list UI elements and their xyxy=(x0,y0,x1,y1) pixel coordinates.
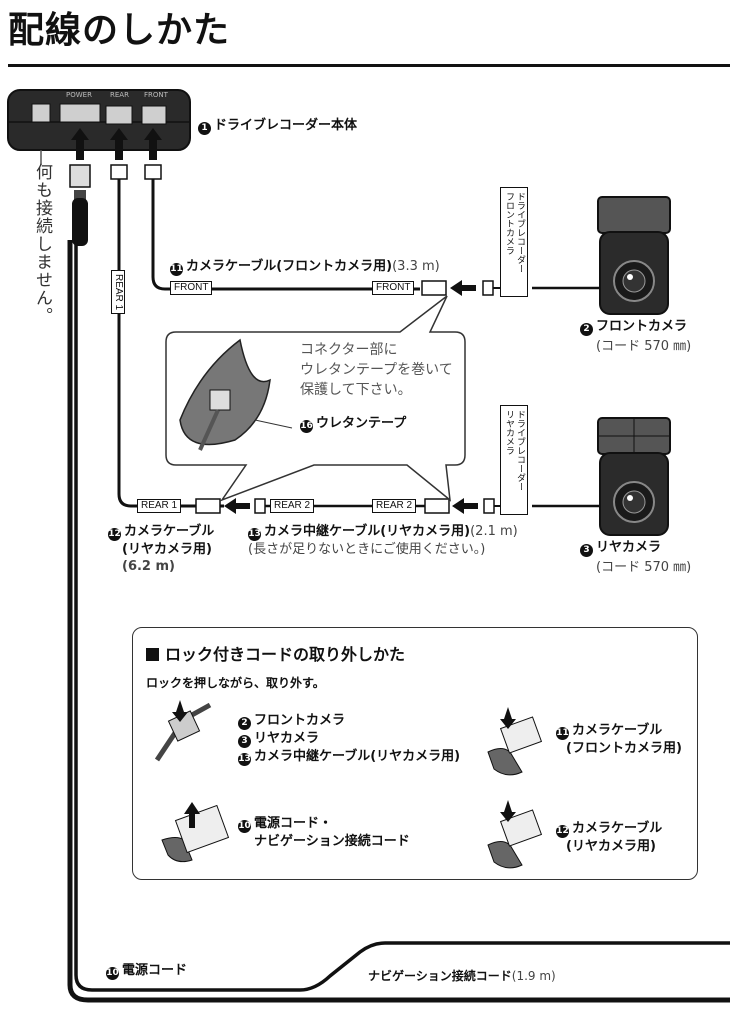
port-label-front: FRONT xyxy=(144,91,168,99)
rear-insert-arrow xyxy=(452,498,478,514)
item-number-badge: 2 xyxy=(580,323,593,336)
relay-tag-left: REAR 2 xyxy=(270,499,315,513)
item-number-badge: 13 xyxy=(248,528,261,541)
rear-cable-end-connector xyxy=(195,498,221,514)
lock-section-title: ロック付きコードの取り外しかた xyxy=(146,641,405,665)
rear-tag-vertical: REAR 1 xyxy=(111,270,125,315)
item-number-badge: 12 xyxy=(108,528,121,541)
front-camera-illustration xyxy=(597,196,671,315)
front-camera-flag: ドライブレコーダーフロントカメラ xyxy=(500,187,528,297)
square-bullet-icon xyxy=(146,648,159,661)
relay-tag-right: REAR 2 xyxy=(372,499,417,513)
recorder-body-illustration xyxy=(7,89,191,151)
rear-camera-flag: ドライブレコーダーリヤカメラ xyxy=(500,405,528,515)
title-divider xyxy=(8,64,730,67)
rear-tag-bottom: REAR 1 xyxy=(137,499,182,513)
lock-illustration-power-cord xyxy=(161,802,230,863)
front-insert-arrow xyxy=(450,280,476,296)
insert-arrows xyxy=(71,128,162,160)
rear-camera-cord-length: (コード 570 ㎜) xyxy=(596,560,692,575)
navi-cord-label: ナビゲーション接続コード(1.9 m) xyxy=(368,969,556,983)
rear-camera-illustration xyxy=(597,417,671,536)
power-cord-line xyxy=(74,240,730,992)
front-connector xyxy=(144,164,162,180)
front-tag-left: FRONT xyxy=(170,281,213,295)
item-number-badge: 16 xyxy=(300,420,313,433)
port-label-power: POWER xyxy=(66,91,92,99)
power-connector xyxy=(69,164,91,188)
front-cable-line xyxy=(151,179,420,291)
item-number-badge: 1 xyxy=(198,122,211,135)
page-title: 配線のしかた xyxy=(8,10,231,51)
urethane-tape-illustration xyxy=(179,338,293,451)
lock-illustration-rear-cable xyxy=(487,800,543,869)
rear-connector xyxy=(110,164,128,180)
item-number-badge: 10 xyxy=(106,967,119,980)
unused-port-note: 何も接続しません。 xyxy=(32,163,52,325)
relay-insert-arrow xyxy=(224,498,250,514)
item-number-badge: 3 xyxy=(580,544,593,557)
front-camera-cord-length: (コード 570 ㎜) xyxy=(596,339,692,354)
front-tag-right: FRONT xyxy=(372,281,415,295)
front-cable-end-connector xyxy=(421,280,447,296)
lock-illustration-camera xyxy=(154,700,212,762)
port-label-rear: REAR xyxy=(110,91,129,99)
lock-illustration-front-cable xyxy=(487,707,543,776)
item-number-badge: 11 xyxy=(170,263,183,276)
lock-section-description: ロックを押しながら、取り外す。 xyxy=(146,676,325,690)
navi-cord-line xyxy=(67,240,730,1003)
rear-cable-line xyxy=(117,179,200,508)
power-cord-sleeve xyxy=(72,198,88,246)
lock-removal-panel xyxy=(132,627,698,880)
relay-cable-end-connector xyxy=(424,498,450,514)
callout-instruction: コネクター部に ウレタンテープを巻いて 保護して下さい。 xyxy=(300,342,453,398)
